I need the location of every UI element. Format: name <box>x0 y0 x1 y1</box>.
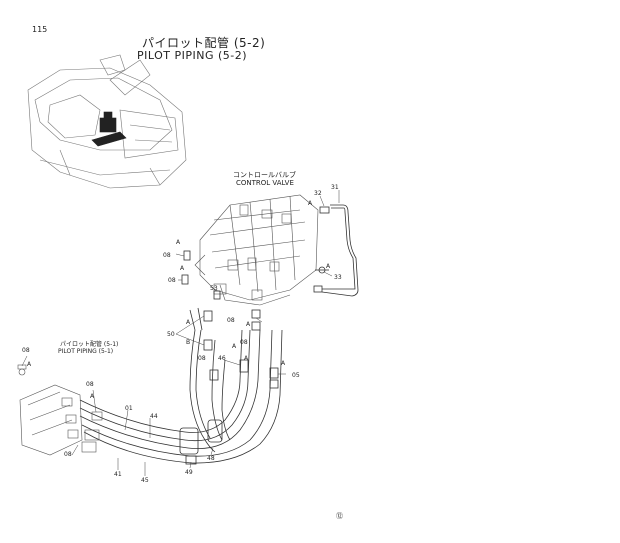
hose-bundle <box>79 307 283 464</box>
part-label-50: 50 <box>167 331 175 338</box>
callout-a: A <box>180 265 185 272</box>
part-label-05: 05 <box>292 372 300 379</box>
callout-a: A <box>232 343 237 350</box>
part-label-08: 08 <box>22 347 30 354</box>
control-valve-block <box>194 194 319 306</box>
part-label-46: 46 <box>218 355 226 362</box>
part-label-08: 08 <box>64 451 72 458</box>
part-label-45: 45 <box>141 477 149 484</box>
control-valve-label-jp: コントロールバルブ <box>233 171 296 179</box>
part-label-08: 08 <box>86 381 94 388</box>
part-label-08: 08 <box>168 277 176 284</box>
part-label-08: 08 <box>240 339 248 346</box>
pipe-31-assembly <box>313 204 359 297</box>
part-label-08: 08 <box>163 252 171 259</box>
callout-a: A <box>90 393 95 400</box>
callout-a: A <box>176 239 181 246</box>
control-valve-location-marker <box>91 111 127 147</box>
part-label-44: 44 <box>150 413 158 420</box>
title-english: PILOT PIPING (5-2) <box>137 49 248 62</box>
callout-a: A <box>326 263 331 270</box>
callout-a: A <box>246 321 251 328</box>
callout-a: A <box>244 355 249 362</box>
title-japanese: パイロット配管 (5-2) <box>142 36 266 50</box>
callout-b: B <box>186 339 190 346</box>
part-label-41: 41 <box>114 471 122 478</box>
part-label-08: 08 <box>198 355 206 362</box>
callout-a: A <box>308 200 313 207</box>
part-label-31: 31 <box>331 184 339 191</box>
excavator-locator-sketch <box>27 54 187 189</box>
leader-lines <box>21 190 340 476</box>
callout-a: A <box>281 360 286 367</box>
part-label-33: 33 <box>334 274 342 281</box>
part-number-labels: 31 32 33 08 08 53 08 50 08 08 46 05 08 0… <box>22 184 342 484</box>
page-number: 115 <box>32 25 48 34</box>
part-label-49: 49 <box>185 469 193 476</box>
pilot-piping-ref-en: PILOT PIPING (5-1) <box>58 348 114 355</box>
part-label-32: 32 <box>314 190 322 197</box>
hose-clamps <box>179 419 223 465</box>
callout-letters: A A A A A B A A A A A A <box>27 200 331 400</box>
callout-a: A <box>186 319 191 326</box>
part-label-48: 48 <box>207 455 215 462</box>
footer-mark: ⑫ <box>336 512 343 520</box>
part-label-01: 01 <box>125 405 133 412</box>
callout-a: A <box>27 361 32 368</box>
control-valve-label-en: CONTROL VALVE <box>236 179 294 187</box>
pilot-piping-ref-jp: パイロット配管 (5-1) <box>60 341 119 348</box>
part-label-08: 08 <box>227 317 235 324</box>
pilot-valve-assembly <box>17 364 103 456</box>
part-label-53: 53 <box>210 285 218 292</box>
